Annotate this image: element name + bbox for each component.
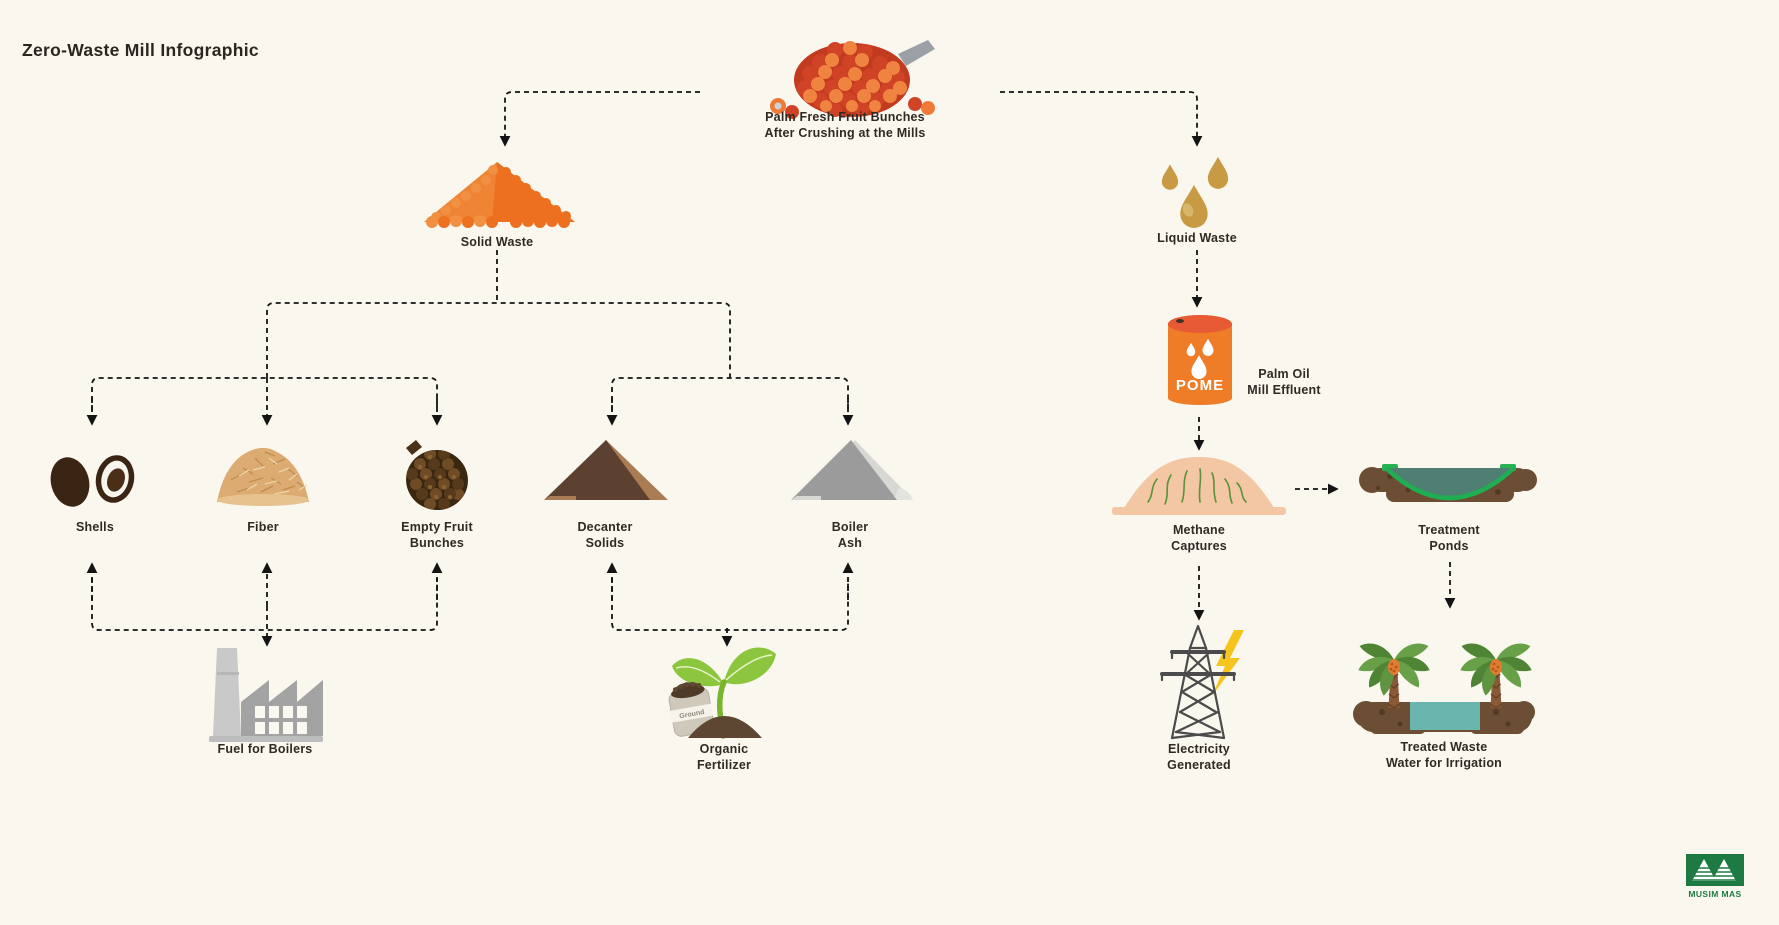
page-title: Zero-Waste Mill Infographic <box>22 40 259 60</box>
pome-label: Palm Oil Mill Effluent <box>1247 367 1321 397</box>
palm-tree-icon <box>1356 642 1431 708</box>
fiber-label: Fiber <box>247 520 279 534</box>
methane-captures-icon <box>1112 457 1286 515</box>
liquid-waste-icon <box>1161 156 1229 228</box>
edge-ffb-to-liquid-waste <box>1000 91 1203 147</box>
fiber-icon <box>217 447 309 506</box>
shells-icon <box>50 455 135 507</box>
edge-fertilizer-bus <box>611 578 849 631</box>
musim-mas-logo: MUSIM MAS <box>1686 854 1744 899</box>
palm-fruit-bunch-icon <box>770 40 935 119</box>
pome-barrel-icon: POME <box>1168 315 1232 405</box>
solid-waste-icon <box>424 162 575 228</box>
edge-left-subbus <box>91 377 438 410</box>
fuel-for-boilers-label: Fuel for Boilers <box>217 742 313 756</box>
treatment-ponds-icon <box>1359 464 1537 502</box>
treated-waste-water-icon <box>1353 628 1535 734</box>
methane-captures-label: Methane Captures <box>1171 523 1227 553</box>
edge-solid-waste-bus <box>266 302 731 378</box>
organic-fertilizer-label: Organic Fertilizer <box>696 742 752 772</box>
palm-ffb-label: Palm Fresh Fruit Bunches After Crushing … <box>764 110 926 140</box>
edge-ffb-to-solid-waste <box>499 91 700 147</box>
boiler-ash-label: Boiler Ash <box>831 520 869 550</box>
liquid-waste-label: Liquid Waste <box>1157 231 1237 245</box>
palm-tree-icon <box>1458 642 1533 708</box>
edge-fuel-bus <box>91 578 438 631</box>
treatment-ponds-label: Treatment Ponds <box>1418 523 1480 553</box>
pome-barrel-text: POME <box>1176 377 1224 394</box>
lightning-icon <box>1212 630 1244 696</box>
treated-waste-water-label: Treated Waste Water for Irrigation <box>1385 740 1503 770</box>
sack-text: Ground <box>679 709 705 720</box>
electricity-generated-icon <box>1160 624 1244 740</box>
shells-label: Shells <box>75 520 115 534</box>
empty-fruit-bunches-icon <box>406 440 468 511</box>
decanter-solids-icon <box>544 440 668 500</box>
empty-fruit-bunches-label: Empty Fruit Bunches <box>401 520 473 550</box>
organic-fertilizer-icon: Ground <box>668 647 776 739</box>
electricity-generated-label: Electricity Generated <box>1167 742 1231 772</box>
fuel-for-boilers-icon <box>209 648 323 742</box>
boiler-ash-icon <box>791 440 913 500</box>
solid-waste-label: Solid Waste <box>460 235 534 249</box>
musim-mas-logo-text: MUSIM MAS <box>1688 889 1741 899</box>
decanter-solids-label: Decanter Solids <box>577 520 633 550</box>
edge-right-subbus <box>611 377 849 410</box>
